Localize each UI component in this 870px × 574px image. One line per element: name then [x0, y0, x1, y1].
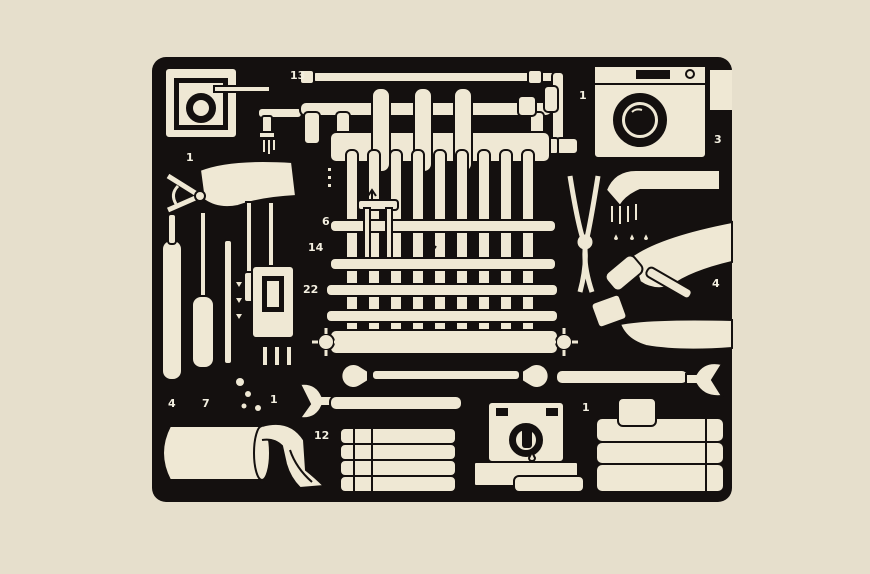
wrench-icon: [340, 363, 550, 389]
screwdriver-icon: [161, 201, 277, 381]
label-1-top: 1: [579, 89, 587, 102]
towel-stack-icon: [339, 427, 457, 493]
label-12: 12: [314, 429, 330, 442]
label-13: 13: [290, 69, 306, 82]
label-1-bottom-right: 1: [582, 401, 590, 414]
boiler-icon: [473, 401, 585, 493]
hand-with-valve-icon: [590, 220, 733, 351]
label-22: 22: [303, 283, 319, 296]
leaking-pipe-icon: [162, 422, 327, 490]
washing-machine-icon: [593, 65, 732, 159]
label-14: 14: [308, 241, 324, 254]
droplets: [236, 378, 261, 411]
label-4-right: 4: [712, 277, 720, 290]
towel-stack-icon-2: [595, 397, 725, 493]
hand-with-pliers-icon: [166, 160, 298, 213]
pliers-icon: [567, 175, 601, 293]
label-4-left: 4: [168, 397, 176, 410]
faucet-icon: [257, 107, 303, 154]
wall-socket-icon: [164, 67, 271, 139]
adjustable-wrench-icon: [298, 382, 463, 420]
label-6: 6: [322, 215, 330, 228]
shower-head-icon: [604, 169, 721, 242]
label-3: 3: [714, 133, 722, 146]
dots-column: [328, 168, 331, 187]
label-1-left: 1: [186, 151, 194, 164]
label-1-bottom-left: 1: [270, 393, 278, 406]
adjustable-wrench-icon-2: [555, 362, 724, 398]
radiator-icon: [299, 85, 578, 356]
label-7: 7: [202, 397, 210, 410]
triangle-marks: [236, 282, 242, 319]
pipe-cutter-icon: [251, 265, 295, 367]
